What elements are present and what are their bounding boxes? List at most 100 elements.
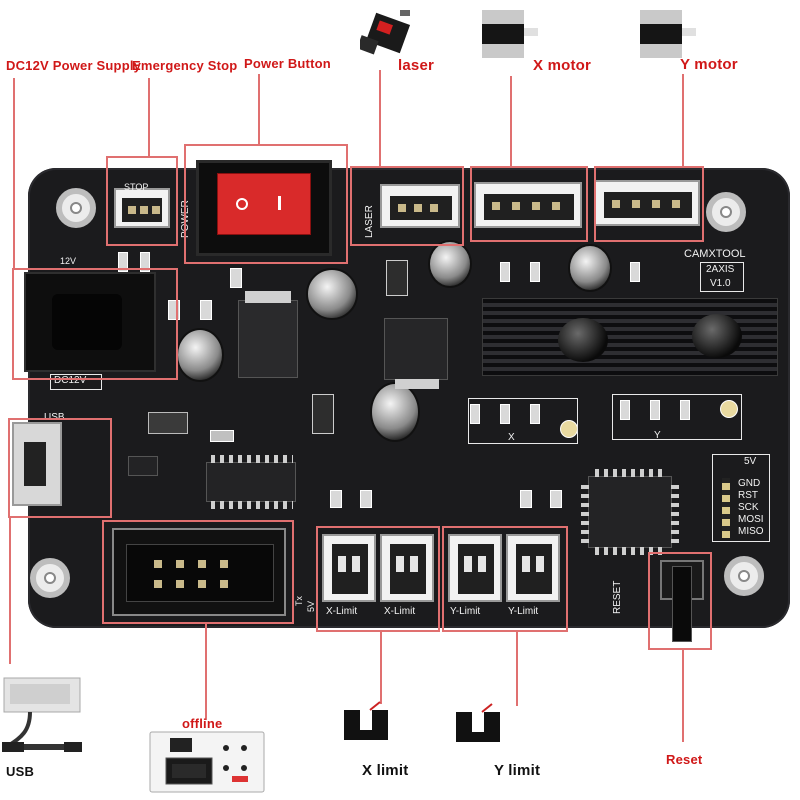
smd-component — [520, 490, 532, 508]
silk-x-limit-1: X-Limit — [326, 606, 358, 617]
silk-5v: 5V — [744, 456, 757, 467]
smd-component — [200, 300, 212, 320]
smd-component — [230, 268, 242, 288]
x-stepper-motor-icon — [482, 10, 538, 58]
usb-port[interactable] — [12, 422, 62, 506]
silk-y-driver-box — [612, 394, 742, 440]
silk-reset: RESET — [612, 580, 623, 614]
mounting-hole — [56, 188, 96, 228]
label-y-motor: Y motor — [680, 56, 738, 73]
label-offline: offline — [182, 716, 223, 731]
power-on-symbol-icon — [278, 196, 281, 210]
silk-x-limit-2: X-Limit — [384, 606, 416, 617]
smd-component — [530, 404, 540, 424]
y-limit-switch-icon — [456, 703, 500, 742]
smd-component — [210, 430, 234, 442]
offline-controller-header — [112, 528, 286, 616]
silk-gnd: GND — [738, 478, 761, 489]
smd-component — [530, 262, 540, 282]
isp-header-pins — [722, 478, 730, 538]
silk-x-driver-box — [468, 398, 578, 444]
smd-component — [360, 490, 372, 508]
callout-line-offline — [205, 624, 207, 720]
callout-box-power-button — [184, 144, 348, 264]
usb-cable-icon — [2, 677, 82, 752]
silk-y-limit-2: Y-Limit — [508, 606, 539, 617]
laser-module-icon — [360, 10, 411, 55]
silk-x: X — [508, 432, 515, 443]
callout-box-offline — [102, 520, 294, 624]
silk-brand: CAMXTOOL — [684, 248, 746, 260]
label-reset: Reset — [666, 752, 703, 767]
x-limit-connector-1 — [322, 534, 376, 602]
mounting-hole — [30, 558, 70, 598]
callout-box-x-motor — [470, 166, 588, 242]
mounting-hole — [724, 556, 764, 596]
silk-version: V1.0 — [710, 278, 731, 289]
silk-y: Y — [654, 430, 661, 441]
label-laser: laser — [398, 57, 435, 74]
callout-line-x-motor — [510, 76, 512, 166]
x-limit-switch-icon — [344, 701, 388, 740]
y-motor-connector — [594, 180, 700, 226]
diode — [386, 260, 408, 296]
mounting-hole — [706, 192, 746, 232]
label-emergency-stop: Emergency Stop — [132, 58, 238, 73]
callout-box-x-limit — [316, 526, 440, 632]
silk-rst: RST — [738, 490, 758, 501]
callout-box-laser — [350, 166, 464, 246]
callout-box-dc12v — [12, 268, 178, 380]
label-usb: USB — [6, 764, 35, 779]
silk-axis: 2AXIS — [706, 264, 735, 275]
callout-box-y-motor — [594, 166, 704, 242]
capacitor — [428, 240, 472, 288]
silk-5v-b: 5V — [306, 600, 316, 612]
offline-controller-icon — [149, 731, 265, 793]
silk-stop: STOP — [124, 182, 149, 192]
label-dc12v-power-supply: DC12V Power Supply — [6, 58, 142, 73]
power-off-symbol-icon — [236, 198, 248, 210]
capacitor — [176, 328, 224, 382]
silk-dc12v: DC12V — [54, 375, 87, 386]
reset-button[interactable] — [672, 566, 692, 642]
callout-line-emergency-stop — [148, 78, 150, 156]
smd-component — [550, 490, 562, 508]
silk-version-box — [700, 262, 744, 292]
usb-serial-chip — [206, 455, 296, 509]
callout-box-y-limit — [442, 526, 568, 632]
x-limit-connector-2 — [380, 534, 434, 602]
smd-component — [470, 404, 480, 424]
label-x-limit: X limit — [362, 762, 409, 779]
callout-line-x-limit — [380, 632, 382, 704]
microcontroller — [581, 469, 679, 555]
callout-box-usb — [8, 418, 112, 518]
silk-mosi: MOSI — [738, 514, 764, 525]
silk-y-limit-1: Y-Limit — [450, 606, 481, 617]
capacitor — [370, 382, 420, 442]
laser-connector — [380, 184, 460, 228]
voltage-regulator — [384, 318, 448, 389]
smd-component — [650, 400, 660, 420]
smd-component — [680, 400, 690, 420]
y-limit-connector-2 — [506, 534, 560, 602]
smd-component — [330, 490, 342, 508]
silk-dc12v-box — [50, 374, 102, 390]
y-stepper-motor-icon — [640, 10, 696, 58]
smd-component — [140, 252, 150, 272]
x-motor-connector — [474, 182, 582, 228]
dc-jack — [24, 272, 156, 372]
diode — [312, 394, 334, 434]
smd-component — [118, 252, 128, 272]
power-rocker-switch[interactable] — [217, 173, 311, 235]
callout-box-emergency-stop — [106, 156, 178, 246]
silk-tx: Tx — [294, 596, 304, 606]
smd-component — [630, 262, 640, 282]
capacitor — [306, 268, 358, 320]
trim-potentiometer[interactable] — [720, 400, 738, 418]
smd-component — [500, 404, 510, 424]
smd-component — [500, 262, 510, 282]
smd-chip — [128, 456, 158, 476]
callout-line-power-button — [258, 74, 260, 144]
heatsink-knob — [558, 318, 608, 362]
capacitor — [568, 244, 612, 292]
